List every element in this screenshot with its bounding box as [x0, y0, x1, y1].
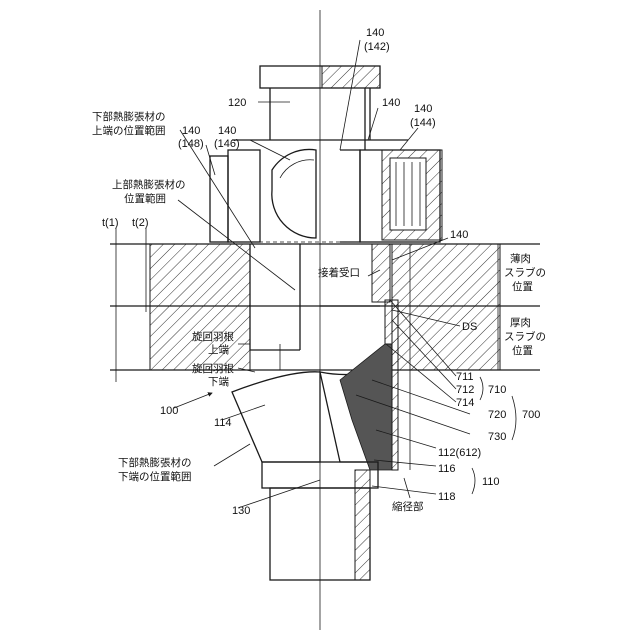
label-140-146: 140 [218, 125, 236, 137]
label-148: (148) [178, 138, 204, 150]
label-146: (146) [214, 138, 240, 150]
label-thick-slab-1: 厚肉 [510, 316, 531, 329]
label-116: 116 [438, 463, 456, 475]
label-700: 700 [522, 409, 540, 421]
label-thin-slab-2: スラブの [504, 266, 546, 279]
label-thick-slab-2: スラブの [504, 330, 546, 343]
label-714: 714 [456, 397, 474, 409]
label-upper-range-1: 上部熱膨張材の [112, 178, 186, 191]
label-712: 712 [456, 384, 474, 396]
label-lower-lower-range-2: 下端の位置範囲 [118, 470, 192, 483]
label-112: 112(612) [438, 447, 481, 459]
label-720: 720 [488, 409, 506, 421]
label-710: 710 [488, 384, 506, 396]
label-blade-upper-2: 上端 [208, 343, 229, 356]
label-reducer: 縮径部 [392, 500, 424, 513]
label-114: 114 [214, 417, 232, 429]
label-118: 118 [438, 491, 456, 503]
label-730: 730 [488, 431, 506, 443]
label-blade-lower-1: 旋回羽根 [192, 362, 234, 375]
label-100: 100 [160, 405, 178, 417]
branch-body [210, 140, 442, 242]
label-140-mid: 140 [450, 229, 468, 241]
label-t2: t(2) [132, 217, 149, 229]
label-thick-slab-3: 位置 [512, 344, 533, 357]
label-144: (144) [410, 117, 436, 129]
label-lower-upper-range-2: 上端の位置範囲 [92, 124, 166, 137]
label-110: 110 [482, 476, 500, 488]
label-130: 130 [232, 505, 250, 517]
label-lower-upper-range-1: 下部熱膨張材の [92, 110, 166, 123]
label-140-148: 140 [182, 125, 200, 137]
label-lower-lower-range-1: 下部熱膨張材の [118, 456, 192, 469]
label-t1: t(1) [102, 217, 119, 229]
label-120: 120 [228, 97, 246, 109]
label-140-top: 140 [366, 27, 384, 39]
label-711: 711 [456, 371, 474, 383]
label-ds: DS [462, 321, 477, 333]
swirl-funnel [232, 300, 398, 470]
label-140-right1: 140 [382, 97, 400, 109]
label-thin-slab-1: 薄肉 [510, 252, 531, 265]
label-upper-range-2: 位置範囲 [124, 192, 166, 205]
label-thin-slab-3: 位置 [512, 280, 533, 293]
label-140-right2: 140 [414, 103, 432, 115]
label-adhesive-socket: 接着受口 [318, 266, 360, 279]
slab [110, 244, 540, 370]
label-142: (142) [364, 41, 390, 53]
label-blade-upper-1: 旋回羽根 [192, 330, 234, 343]
label-blade-lower-2: 下端 [208, 375, 229, 388]
